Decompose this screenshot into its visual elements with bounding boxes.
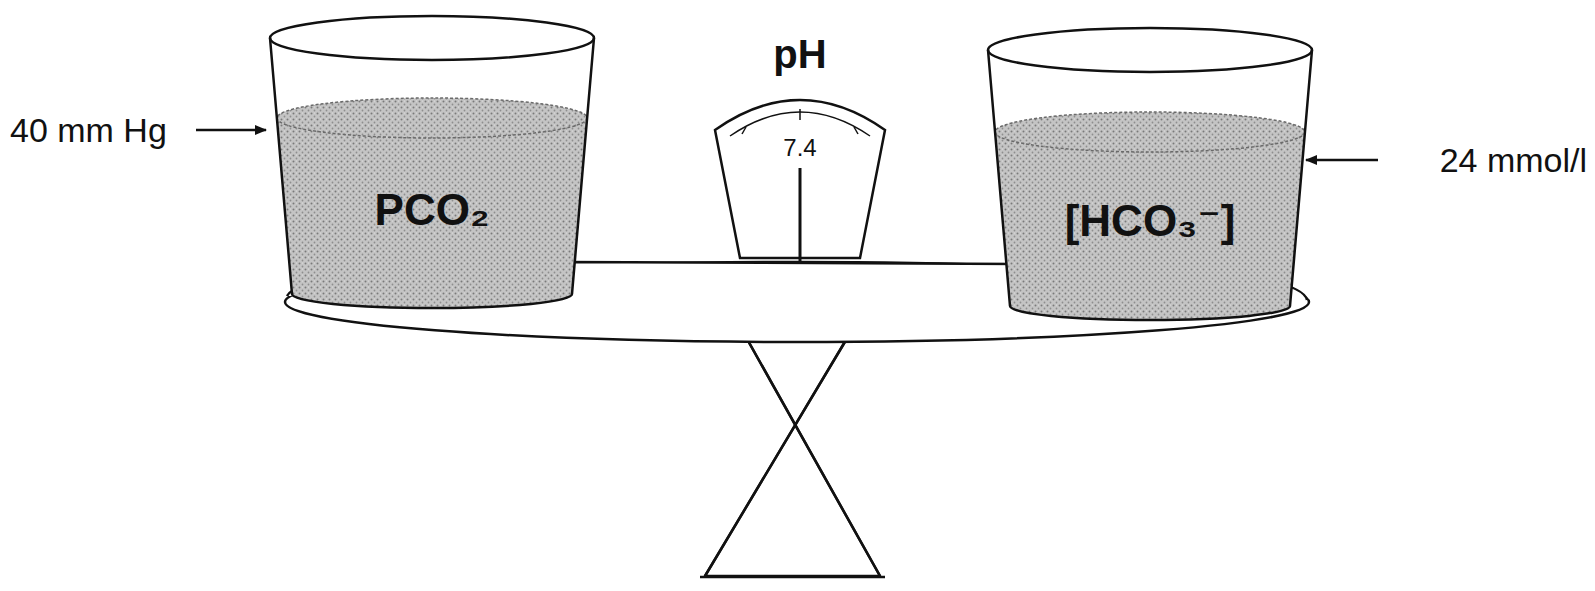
bucket-rim (270, 16, 594, 60)
gauge-value: 7.4 (783, 134, 816, 162)
scale-stand (700, 330, 885, 577)
bucket-label: [HCO₃⁻] (1065, 195, 1236, 246)
fluid (995, 112, 1305, 320)
bucket-outline (262, 10, 602, 310)
gauge-title: pH (773, 32, 826, 77)
bucket-rim (988, 28, 1312, 72)
fluid-surface (995, 112, 1305, 152)
bucket-container: [HCO₃⁻] (980, 22, 1320, 322)
bucket-body (988, 50, 1312, 320)
gauge-tick (854, 127, 858, 134)
gauge-needle (799, 168, 802, 262)
value-label: 24 mmol/l (1440, 141, 1587, 180)
bucket-body (270, 38, 594, 308)
leader-arrow (1306, 159, 1378, 162)
value-label: 40 mm Hg (10, 111, 167, 150)
gauge-tick (742, 127, 746, 134)
gauge-tick (799, 109, 801, 120)
bucket-outline (980, 22, 1320, 322)
bucket-container: PCO₂ (262, 10, 602, 310)
ph-gauge: pH 7.4 (700, 30, 900, 265)
leader-arrow (196, 129, 266, 132)
fluid-surface (277, 98, 587, 138)
fluid (277, 98, 587, 308)
bucket-label: PCO₂ (375, 185, 490, 235)
